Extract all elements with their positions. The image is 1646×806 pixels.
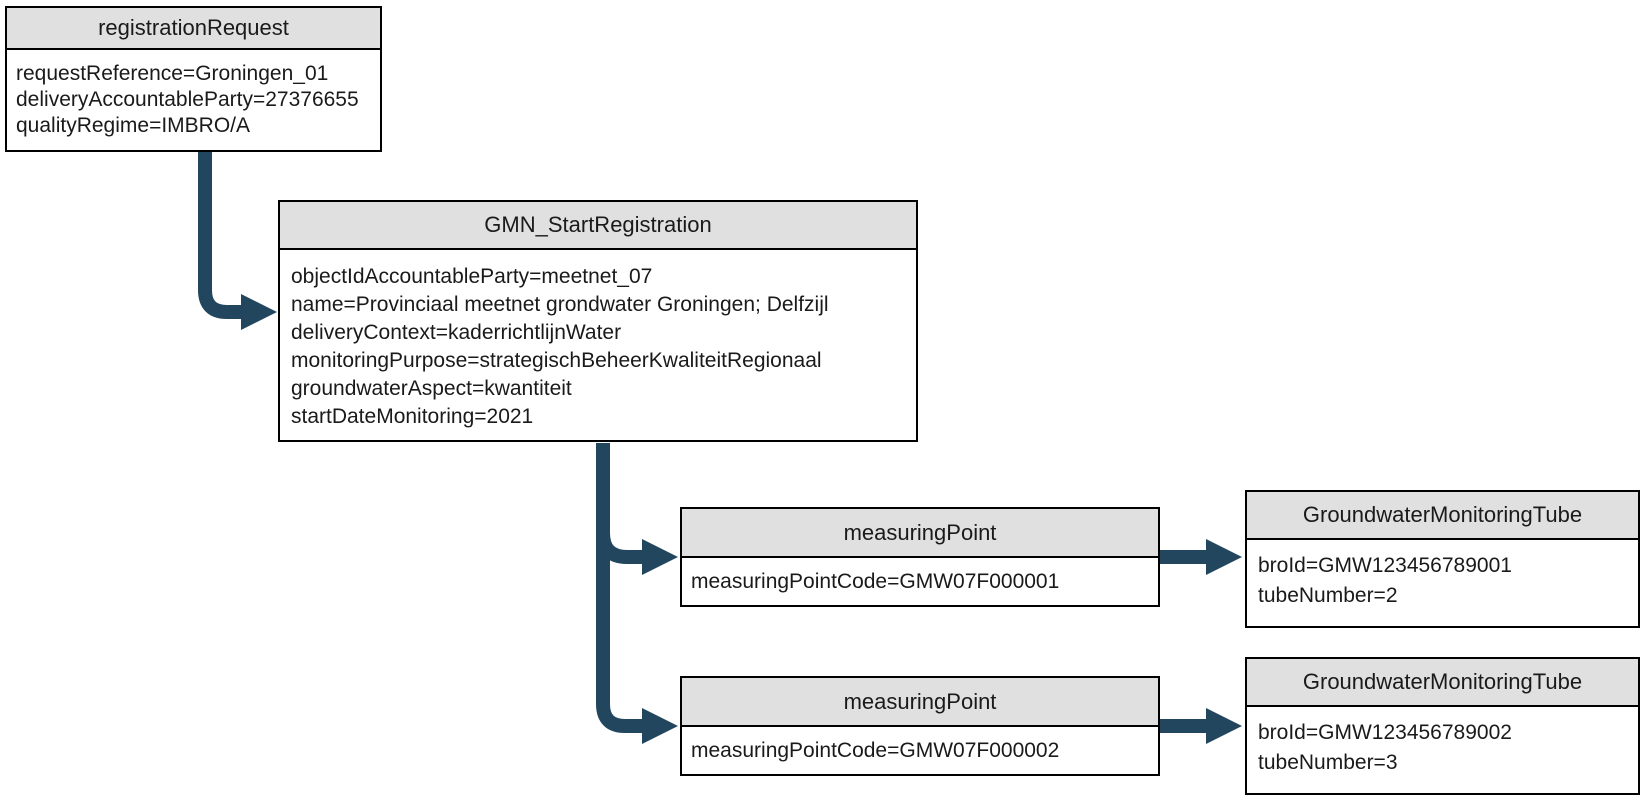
node-measuring-point-2: measuringPoint measuringPointCode=GMW07F… xyxy=(680,676,1160,776)
node-title: registrationRequest xyxy=(7,8,380,50)
node-attribute-line: deliveryContext=kaderrichtlijnWater xyxy=(291,321,622,344)
node-attribute-line: name=Provinciaal meetnet grondwater Gron… xyxy=(291,293,829,316)
node-attribute-line: broId=GMW123456789002 xyxy=(1258,721,1512,744)
arrowhead-into-measuringpoint1 xyxy=(642,539,678,575)
arrow-gmn-trunk xyxy=(596,443,643,733)
node-attributes: broId=GMW123456789002 tubeNumber=3 xyxy=(1247,707,1638,778)
node-attributes: measuringPointCode=GMW07F000002 xyxy=(682,727,1158,764)
node-attribute-line: groundwaterAspect=kwantiteit xyxy=(291,377,572,400)
node-attribute-line: measuringPointCode=GMW07F000001 xyxy=(691,570,1060,593)
node-attributes: objectIdAccountableParty=meetnet_07 name… xyxy=(280,250,916,431)
node-registration-request: registrationRequest requestReference=Gro… xyxy=(5,6,382,152)
node-attributes: broId=GMW123456789001 tubeNumber=2 xyxy=(1247,540,1638,611)
node-attribute-line: objectIdAccountableParty=meetnet_07 xyxy=(291,265,653,288)
arrowhead-into-gmn xyxy=(241,294,277,330)
node-attribute-line: startDateMonitoring=2021 xyxy=(291,405,534,428)
node-attribute-line: qualityRegime=IMBRO/A xyxy=(16,114,251,137)
node-measuring-point-1: measuringPoint measuringPointCode=GMW07F… xyxy=(680,507,1160,607)
node-groundwater-monitoring-tube-2: GroundwaterMonitoringTube broId=GMW12345… xyxy=(1245,657,1640,795)
node-title: GMN_StartRegistration xyxy=(280,202,916,250)
node-title: GroundwaterMonitoringTube xyxy=(1247,659,1638,707)
node-attribute-line: tubeNumber=3 xyxy=(1258,751,1398,774)
node-gmn-start-registration: GMN_StartRegistration objectIdAccountabl… xyxy=(278,200,918,442)
node-title: measuringPoint xyxy=(682,678,1158,727)
node-attribute-line: broId=GMW123456789001 xyxy=(1258,554,1512,577)
arrow-gmn-branch-to-measuringpoint1 xyxy=(596,532,643,564)
node-title: GroundwaterMonitoringTube xyxy=(1247,492,1638,540)
node-attribute-line: deliveryAccountableParty=27376655 xyxy=(16,88,359,111)
node-attributes: requestReference=Groningen_01 deliveryAc… xyxy=(7,50,380,139)
node-attributes: measuringPointCode=GMW07F000001 xyxy=(682,558,1158,595)
node-attribute-line: tubeNumber=2 xyxy=(1258,584,1398,607)
node-title: measuringPoint xyxy=(682,509,1158,558)
arrowhead-into-measuringpoint2 xyxy=(642,708,678,744)
node-attribute-line: monitoringPurpose=strategischBeheerKwali… xyxy=(291,349,822,372)
arrow-registrationrequest-to-gmn xyxy=(198,152,242,319)
node-groundwater-monitoring-tube-1: GroundwaterMonitoringTube broId=GMW12345… xyxy=(1245,490,1640,628)
node-attribute-line: measuringPointCode=GMW07F000002 xyxy=(691,739,1060,762)
node-attribute-line: requestReference=Groningen_01 xyxy=(16,62,329,85)
arrowhead-into-tube1 xyxy=(1206,539,1242,575)
arrowhead-into-tube2 xyxy=(1206,708,1242,744)
